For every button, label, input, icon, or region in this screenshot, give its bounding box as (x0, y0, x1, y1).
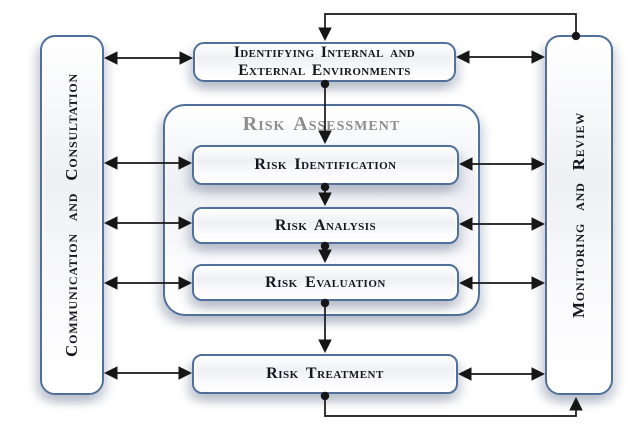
communication-panel: Communication and Consultation (40, 35, 104, 395)
communication-panel-label: Communication and Consultation (62, 73, 81, 357)
monitoring-panel-label: Monitoring and Review (569, 111, 588, 319)
assessment-title: Risk Assessment (242, 113, 401, 135)
treatment-box: Risk Treatment (192, 354, 458, 394)
step-risk-evaluation-label: Risk Evaluation (265, 273, 386, 291)
step-risk-identification: Risk Identification (192, 145, 459, 185)
step-risk-evaluation: Risk Evaluation (192, 264, 459, 301)
arrow-treatment-to-monitoring (320, 391, 583, 417)
environment-box: Identifying Internal and External Enviro… (193, 42, 456, 82)
environment-box-label-line2: External Environments (238, 62, 411, 79)
environment-box-label-line1: Identifying Internal and (233, 44, 416, 61)
arrow-monitoring-to-environment (318, 13, 581, 42)
step-risk-analysis-label: Risk Analysis (274, 216, 377, 234)
monitoring-panel: Monitoring and Review (545, 35, 613, 395)
step-risk-analysis: Risk Analysis (192, 207, 459, 244)
step-risk-identification-label: Risk Identification (254, 156, 397, 173)
treatment-box-label: Risk Treatment (266, 365, 384, 382)
